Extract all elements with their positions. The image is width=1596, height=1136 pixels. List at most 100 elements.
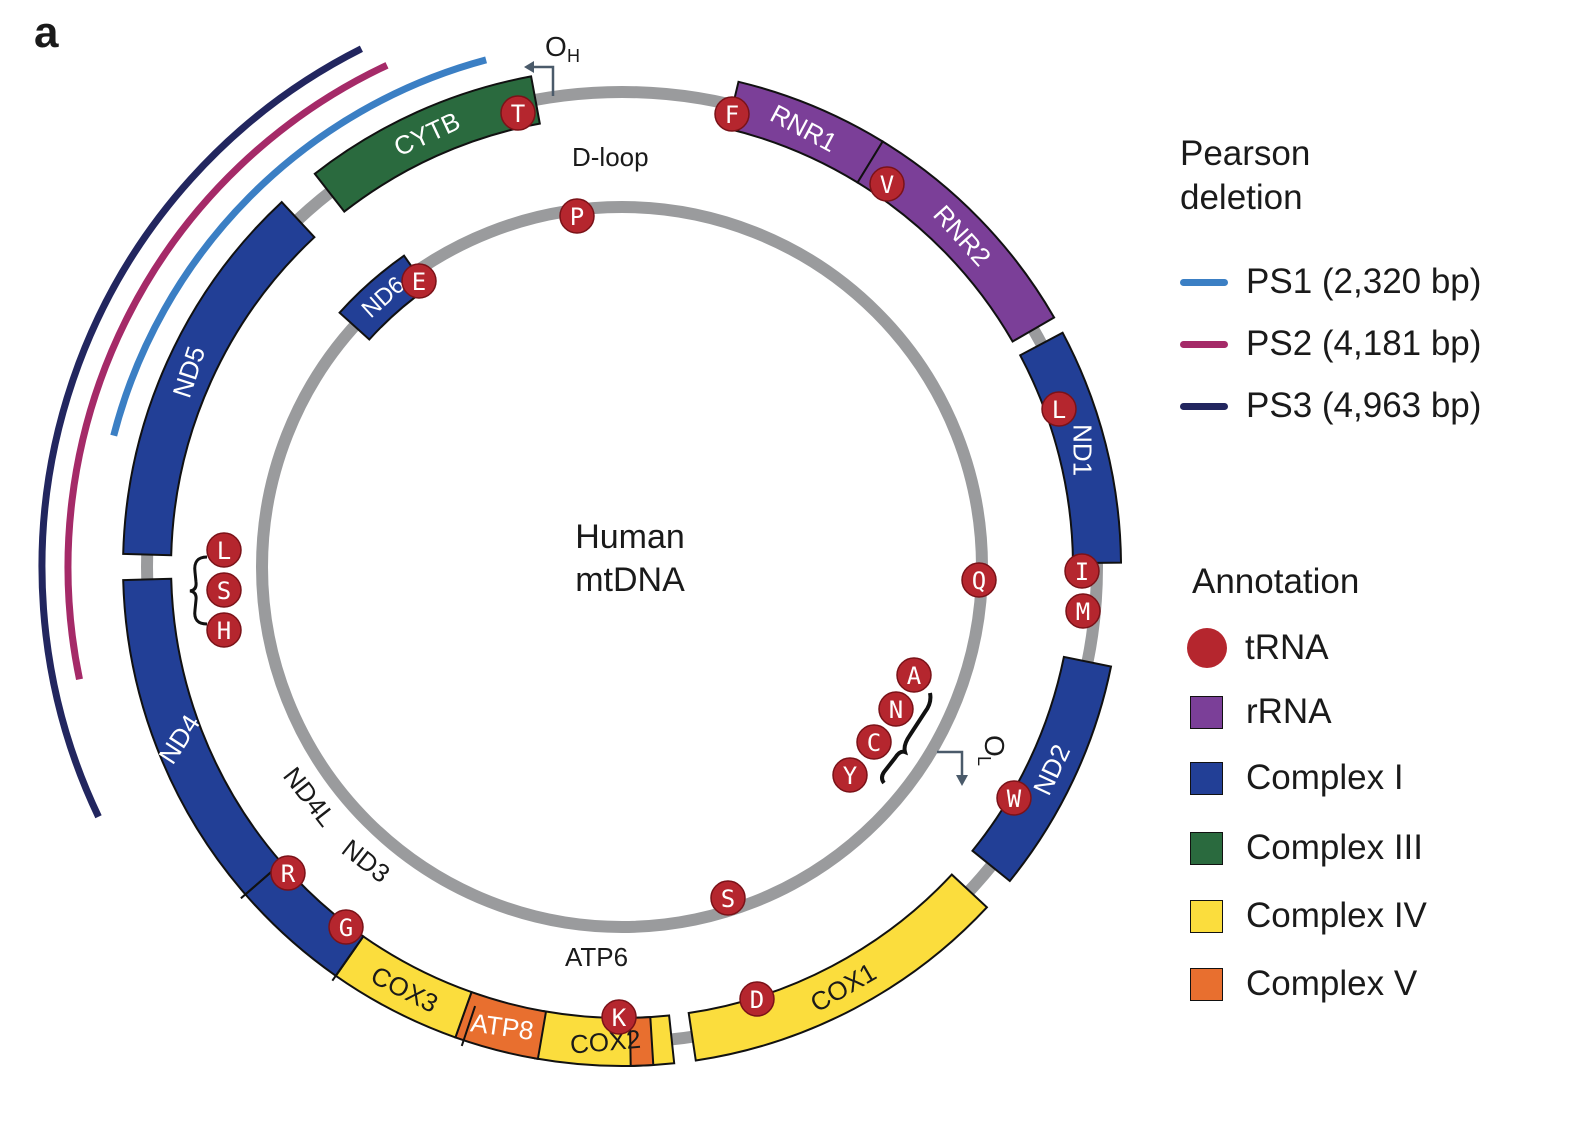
- trna-letter: P: [570, 203, 584, 231]
- trna-r-outer: R: [270, 855, 306, 891]
- oh-arrow-head: [524, 61, 534, 73]
- ol-subscript: L: [974, 756, 994, 766]
- trna-w-outer: W: [996, 780, 1032, 816]
- trna-e-inner: E: [401, 263, 437, 299]
- trna-dot: [832, 757, 868, 793]
- trna-n-inner: N: [878, 691, 914, 727]
- trna-letter: M: [1076, 598, 1090, 626]
- trna-p-inner: P: [559, 198, 595, 234]
- trna-l-outer: L: [1041, 391, 1077, 427]
- deletion-legend-label: PS2 (4,181 bp): [1246, 324, 1482, 363]
- trna-letter: V: [880, 171, 894, 199]
- annotation-legend-item-complex_i: Complex I: [1190, 758, 1404, 798]
- atp6-label: ATP6: [565, 942, 628, 972]
- trna-letter: E: [412, 268, 426, 296]
- center-label-line-2: mtDNA: [575, 561, 685, 599]
- annotation-legend-swatch: [1190, 967, 1223, 1001]
- oh-subscript: H: [567, 46, 580, 66]
- nd3-tick: [331, 945, 358, 982]
- trna-g-outer: G: [328, 909, 364, 945]
- gene-label-nd1: ND1: [1067, 424, 1097, 476]
- trna-m-outer: M: [1065, 593, 1101, 629]
- trna-s-outer: S: [206, 572, 242, 608]
- trna-q-inner: Q: [961, 562, 997, 598]
- trna-dot: [270, 855, 306, 891]
- trna-dot: [1041, 391, 1077, 427]
- trna-h-outer: H: [206, 612, 242, 648]
- gene-block-nd2: [971, 655, 1113, 883]
- trna-dot: [206, 612, 242, 648]
- trna-dot: [714, 96, 750, 132]
- trna-letter: T: [511, 100, 525, 128]
- deletion-arc-ps2: [64, 62, 389, 681]
- trna-dot: [1065, 593, 1101, 629]
- trna-l-outer: L: [206, 532, 242, 568]
- trna-dot: [500, 95, 536, 131]
- panel-label: a: [34, 8, 59, 57]
- oh-label: O: [545, 31, 567, 62]
- trna-f-outer: F: [714, 96, 750, 132]
- trna-y-inner: Y: [832, 757, 868, 793]
- deletion-legend-swatch: [1180, 278, 1228, 286]
- gene-block-nd4: [122, 577, 284, 896]
- trna-letter: S: [721, 885, 735, 913]
- trna-c-inner: C: [856, 724, 892, 760]
- trna-letter: C: [867, 729, 881, 757]
- deletion-legend-label: PS3 (4,963 bp): [1246, 386, 1482, 425]
- trna-t-outer: T: [500, 95, 536, 131]
- annotation-legend-label: Complex V: [1246, 964, 1418, 1003]
- annotation-legend-title: Annotation: [1192, 562, 1360, 601]
- mtdna-diagram: RNR1RNR2ND1ND2COX1COX2ATP8COX3ND4ND5CYTB…: [38, 31, 1123, 1068]
- annotation-legend-label: Complex IV: [1246, 896, 1427, 935]
- trna-dot: [878, 691, 914, 727]
- gene-block-nd5: [122, 200, 316, 557]
- trna-letter: W: [1007, 785, 1022, 813]
- legend: Pearson deletion PS1 (2,320 bp)PS2 (4,18…: [1180, 132, 1580, 1003]
- deletion-legend-swatch: [1180, 340, 1228, 348]
- trna-letter: N: [889, 696, 903, 724]
- trna-letter: Y: [843, 762, 858, 790]
- trna-letter: L: [217, 537, 231, 565]
- annotation-legend-item-complex_v: Complex V: [1190, 964, 1417, 1004]
- deletion-legend-item: PS2 (4,181 bp): [1180, 324, 1481, 364]
- ol-letter: O: [979, 735, 1010, 757]
- deletion-arc-ps1: [110, 56, 488, 437]
- trna-dot: [1064, 553, 1100, 589]
- annotation-legend-swatch: [1190, 831, 1223, 865]
- ol-arrow-head: [956, 775, 968, 786]
- deletion-legend-item: PS1 (2,320 bp): [1180, 262, 1481, 302]
- deletion-legend-title-line-1: Pearson: [1180, 134, 1311, 173]
- trna-dot: [996, 780, 1032, 816]
- trna-v-outer: V: [869, 166, 905, 202]
- d-loop-label: D-loop: [572, 142, 649, 172]
- trna-dot: [739, 981, 775, 1017]
- trna-dot: [869, 166, 905, 202]
- annotation-legend-swatch: [1190, 899, 1223, 933]
- annotation-legend-item-trna: tRNA: [1187, 628, 1329, 668]
- deletion-legend-item: PS3 (4,963 bp): [1180, 386, 1481, 426]
- deletion-legend-swatch: [1180, 402, 1228, 410]
- annotation-legend-swatch: [1190, 761, 1223, 795]
- atp6-tick: [460, 1005, 477, 1047]
- trna-dot: [559, 198, 595, 234]
- deletion-arc-ps3: [38, 45, 363, 819]
- ol-label: OL: [974, 735, 1010, 766]
- gene-block-rnr2: [856, 140, 1056, 343]
- center-label-line-1: Human: [575, 518, 685, 556]
- oh-arrow-line: [530, 65, 555, 96]
- anc-y-brace: [880, 692, 933, 785]
- gene-block-cytb: [313, 75, 541, 214]
- annotation-legend-item-rrna: rRNA: [1190, 692, 1332, 732]
- trna-dot: [601, 999, 637, 1035]
- trna-letter: R: [281, 860, 296, 888]
- trna-dot: [896, 657, 932, 693]
- annotation-legend-item-complex_iv: Complex IV: [1190, 896, 1427, 936]
- trna-d-outer: D: [739, 981, 775, 1017]
- trna-dot: [328, 909, 364, 945]
- trna-letter: F: [725, 101, 739, 129]
- lsh-brace: [189, 555, 208, 626]
- ol-arrow-line: [937, 750, 964, 778]
- trna-dot: [856, 724, 892, 760]
- trna-letter: L: [1052, 396, 1066, 424]
- trna-dot: [206, 532, 242, 568]
